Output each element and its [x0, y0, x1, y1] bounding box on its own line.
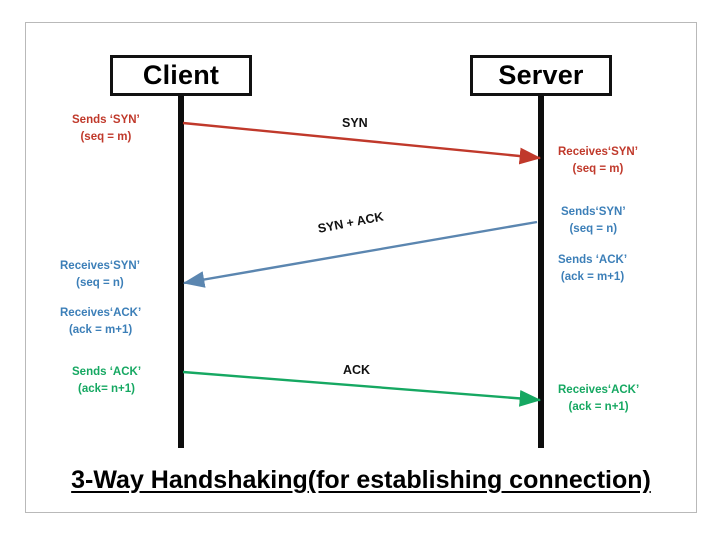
lifeline-server — [538, 96, 544, 448]
arrow-ack — [182, 370, 542, 407]
label-line-2: (ack = m+1) — [68, 323, 133, 336]
diagram-title: 3-Way Handshaking(for establishing conne… — [71, 466, 651, 494]
participant-box-client: Client — [110, 55, 252, 96]
label-line-1: Receives‘ACK’ — [60, 307, 142, 319]
diagram-frame — [25, 22, 697, 513]
label-server-receives-ack: Receives‘ACK’ (ack = n+1) — [558, 382, 639, 415]
label-line-1: Sends ‘ACK’ — [72, 366, 142, 378]
label-line-1: Receives‘SYN’ — [558, 146, 638, 158]
arrow-label-ack: ACK — [343, 363, 371, 377]
arrow-syn — [182, 121, 542, 165]
label-server-sends-ack: Sends ‘ACK’ (ack = m+1) — [558, 252, 627, 285]
label-line-2: (seq = m) — [572, 162, 624, 175]
label-line-1: Receives‘SYN’ — [60, 260, 140, 272]
label-server-sends-syn: Sends‘SYN’ (seq = n) — [561, 204, 626, 237]
label-client-receives-ack: Receives‘ACK’ (ack = m+1) — [60, 305, 141, 338]
label-line-1: Receives‘ACK’ — [558, 384, 640, 396]
label-line-2: (seq = n) — [76, 276, 124, 289]
lifeline-client — [178, 96, 184, 448]
label-line-1: Sends‘SYN’ — [561, 206, 626, 218]
label-client-sends-ack: Sends ‘ACK’ (ack= n+1) — [72, 364, 141, 397]
label-line-2: (ack = m+1) — [560, 270, 625, 283]
label-client-receives-syn: Receives‘SYN’ (seq = n) — [60, 258, 140, 291]
label-server-receives-syn: Receives‘SYN’ (seq = m) — [558, 144, 638, 177]
label-client-sends-syn: Sends ‘SYN’ (seq = m) — [72, 112, 140, 145]
participant-label-server: Server — [498, 60, 584, 90]
label-line-2: (ack = n+1) — [568, 400, 629, 413]
label-line-2: (seq = n) — [569, 222, 618, 235]
label-line-1: Sends ‘SYN’ — [72, 114, 140, 126]
participant-box-server: Server — [470, 55, 612, 96]
participant-label-client: Client — [142, 60, 220, 90]
label-line-2: (seq = m) — [80, 130, 132, 143]
arrow-syn-ack — [182, 220, 538, 288]
label-line-2: (ack= n+1) — [78, 382, 135, 395]
arrow-label-syn: SYN — [342, 116, 368, 130]
label-line-1: Sends ‘ACK’ — [558, 254, 628, 266]
